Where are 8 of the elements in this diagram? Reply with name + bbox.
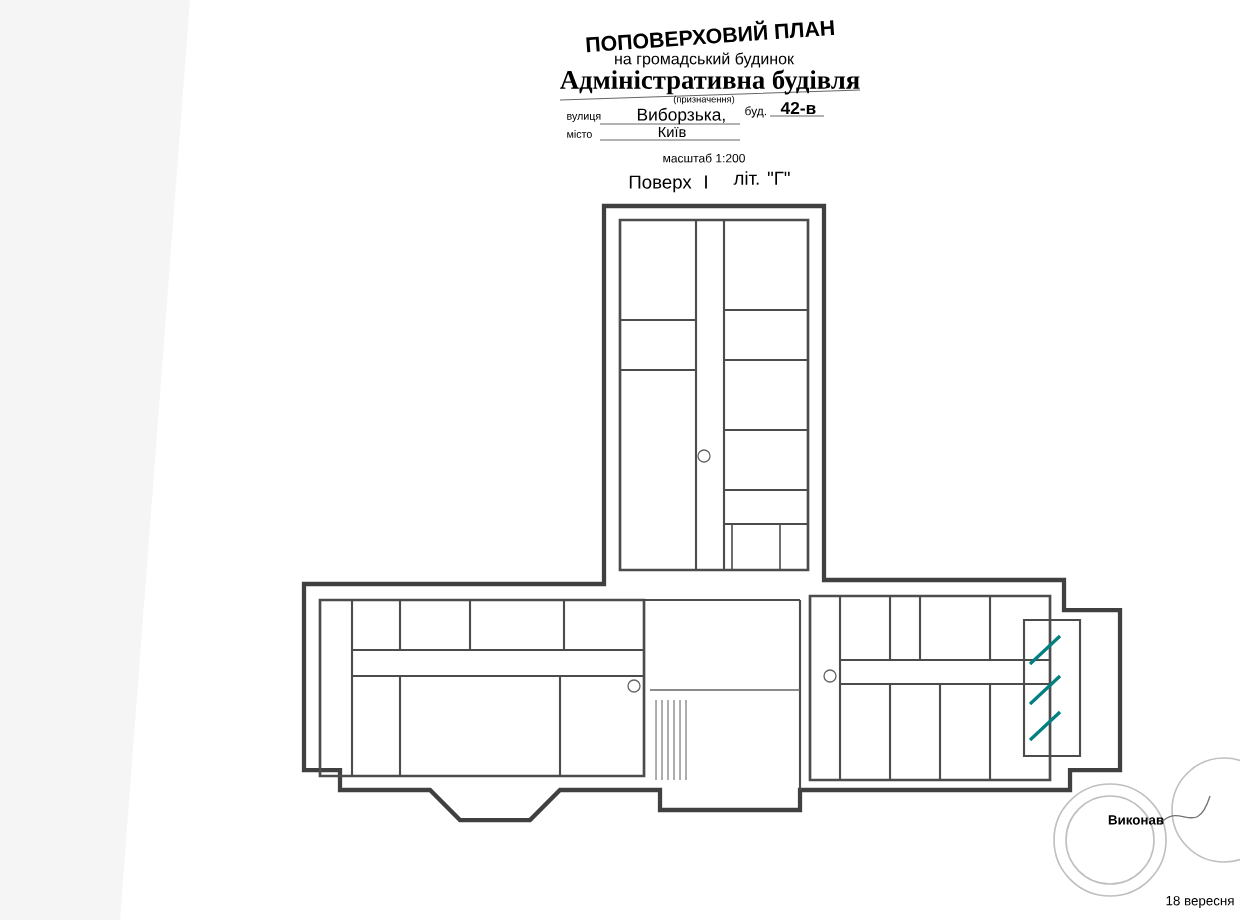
house-number: 42-в <box>780 101 816 115</box>
letter-label: літ. "Г" <box>733 171 790 185</box>
building-name: Адміністративна будівля <box>560 69 860 95</box>
subtitle: на громадський будинок <box>615 52 795 68</box>
floor-label: Поверх <box>629 175 692 193</box>
street-name: Виборзька, <box>637 107 725 125</box>
title: ПОПОВЕРХОВИЙ ПЛАН <box>586 20 835 53</box>
floor-number: І <box>705 175 707 189</box>
